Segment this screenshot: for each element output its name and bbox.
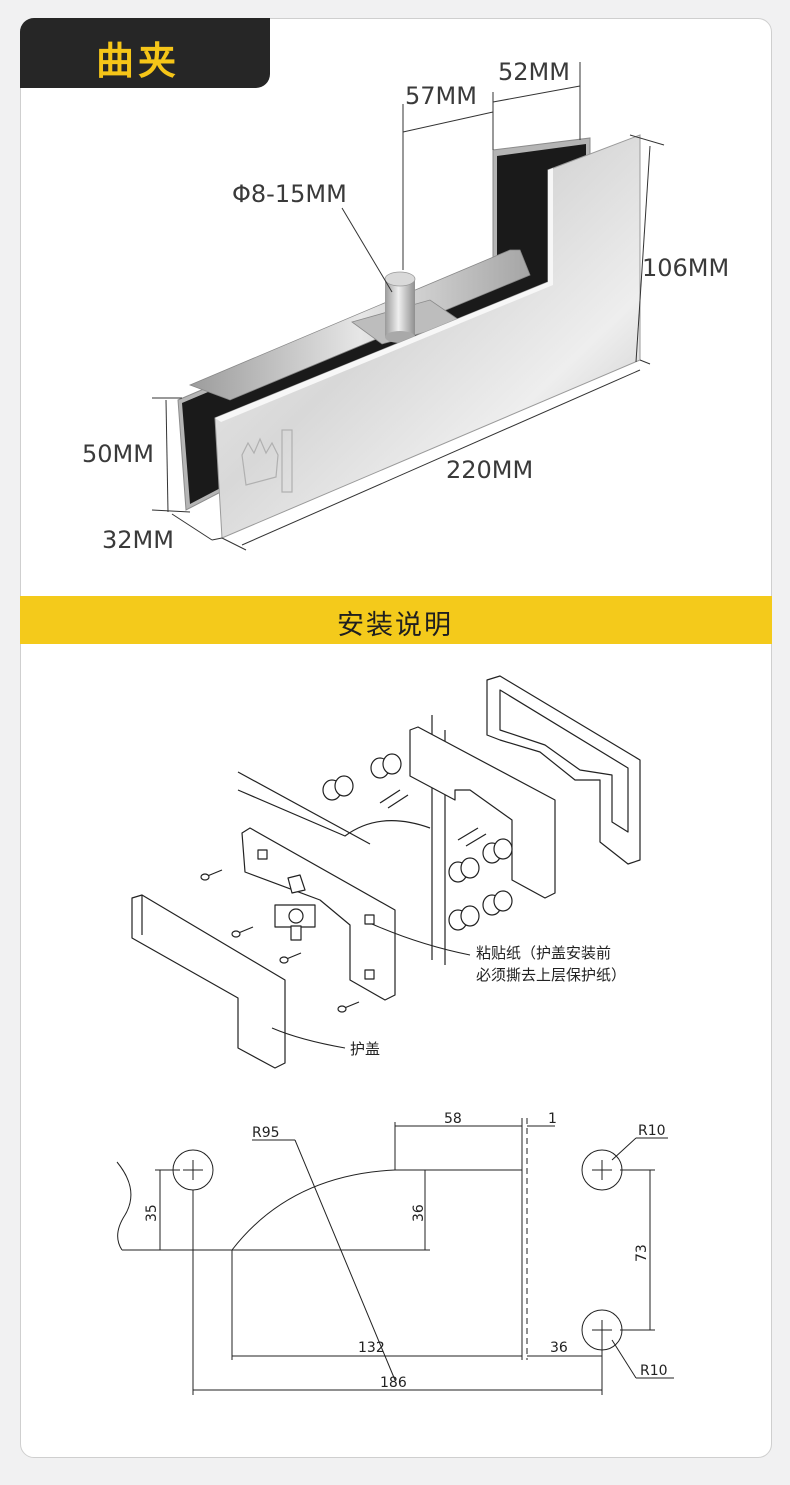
- screws: [200, 869, 360, 1013]
- glass-mark-4: [465, 833, 487, 847]
- cover-label: 护盖: [350, 1040, 380, 1058]
- plate-hole-2: [364, 914, 375, 925]
- rubber-bushings-lower: [448, 838, 513, 931]
- dim-57: 57MM: [405, 82, 477, 110]
- label-132: 132: [358, 1340, 385, 1356]
- label-36-vertical: 36: [411, 1204, 427, 1222]
- glass-mark-3: [457, 827, 479, 841]
- label-r10-top: R10: [638, 1123, 666, 1139]
- glass-break-line: [116, 1161, 132, 1251]
- dimension-lines: [151, 62, 665, 551]
- label-r10-bottom: R10: [640, 1363, 668, 1379]
- section-band: [20, 596, 772, 644]
- pivot-block: [274, 874, 316, 941]
- label-r95: R95: [252, 1125, 280, 1141]
- plate-hole-1: [257, 849, 268, 860]
- dim-106: 106MM: [642, 254, 729, 282]
- glass-mark-2: [387, 794, 409, 809]
- front-cover: [131, 894, 286, 1069]
- label-36-horizontal: 36: [550, 1340, 568, 1356]
- product-illustration: 57MM 52MM Φ8-15MM 106MM 50MM 220MM 32MM: [82, 58, 729, 554]
- callout-lines: [271, 923, 471, 1049]
- rubber-bushings-upper: [322, 753, 402, 801]
- glass-arc-r95: [231, 1169, 396, 1251]
- label-1: 1: [548, 1111, 557, 1127]
- label-73: 73: [634, 1244, 650, 1262]
- dim-32: 32MM: [102, 526, 174, 554]
- brand-emboss-logo: [241, 429, 293, 493]
- rear-cover-inner: [499, 689, 629, 833]
- label-186: 186: [380, 1375, 407, 1391]
- glass-edge-curve: [237, 789, 431, 837]
- dim-220: 220MM: [446, 456, 533, 484]
- label-35: 35: [144, 1204, 160, 1222]
- pivot-pin: [351, 271, 463, 345]
- title-tab: [20, 18, 270, 88]
- plate-hole-3: [364, 969, 375, 980]
- section-title: 安装说明: [337, 610, 453, 641]
- rear-cover: [486, 675, 641, 865]
- dim-pin-diameter: Φ8-15MM: [232, 180, 347, 208]
- glass-mark-1: [379, 789, 401, 804]
- label-58: 58: [444, 1111, 462, 1127]
- page-title: 曲夹: [96, 39, 181, 83]
- glass-cut-drawing: [116, 1118, 674, 1395]
- dim-52: 52MM: [498, 58, 570, 86]
- front-plate: [241, 827, 396, 1001]
- content-card: [20, 18, 772, 1458]
- sticker-label-line1: 粘贴纸（护盖安装前: [476, 944, 611, 962]
- dim-50: 50MM: [82, 440, 154, 468]
- sticker-label-line2: 必须撕去上层保护纸）: [476, 966, 626, 984]
- glass-edge-upper: [237, 771, 371, 845]
